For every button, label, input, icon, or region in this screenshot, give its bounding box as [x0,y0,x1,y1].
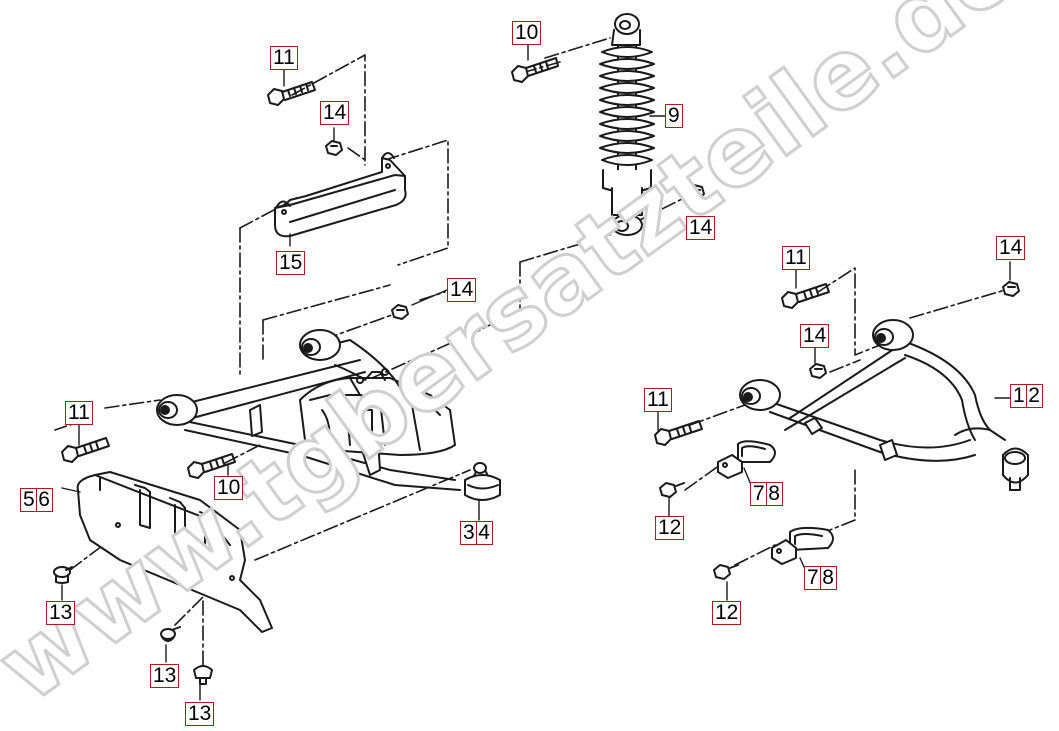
bolt-11-top [267,81,316,106]
part-label-14: 14 [996,236,1026,260]
part-label-14: 14 [447,278,477,302]
leader-lines [61,42,1011,701]
bolt-13-b [160,626,181,642]
upper-a-arm-right [739,319,1029,491]
bolt-11-right-top [781,283,830,309]
nut-14-right-mid [809,363,827,379]
bolt-12-b [713,564,739,580]
bolt-13-a [53,566,73,584]
part-label-11: 11 [270,46,298,70]
bolt-11-left [61,437,110,463]
part-label-14: 14 [800,324,830,348]
bolt-11-right-lower [654,420,703,446]
part-label-13: 13 [150,664,180,688]
lower-a-arm-left [156,329,501,501]
part-label-10: 10 [512,21,542,45]
part-label-13: 13 [185,702,215,726]
part-label-15: 15 [276,251,306,275]
part-label-14: 14 [686,216,716,240]
part-label-14: 14 [320,101,350,125]
nut-14-shock [687,184,705,200]
part-label-9: 9 [665,104,683,128]
nut-14-right-top [1002,281,1020,297]
bolt-10-lower [187,453,236,479]
shock-absorber-9 [599,13,655,236]
nut-14-mid [391,304,409,320]
bolt-12-a [659,482,685,498]
part-label-11: 11 [644,388,672,412]
hose-clamp-7-8-b [771,526,834,565]
part-label-11: 11 [65,401,93,425]
part-label-11: 11 [782,246,810,270]
bracket-15 [274,152,407,238]
part-label-12: 12 [712,601,742,625]
part-label-12: 12 [655,516,685,540]
hose-clamp-7-8-a [717,440,776,479]
part-label-13: 13 [46,601,76,625]
skid-plate-5-6 [76,471,273,633]
part-label-10: 10 [214,476,244,500]
nut-14-top [325,140,343,156]
bolt-13-c [193,665,213,685]
bolt-10-top [511,57,559,83]
